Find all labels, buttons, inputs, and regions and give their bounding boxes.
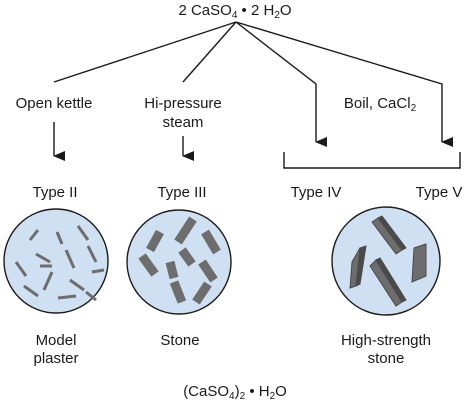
bottom-formula-mid: ) <box>234 383 240 400</box>
bottom-formula: (CaSO4)2 • H2O <box>160 383 310 406</box>
product-model-line1: Model <box>35 332 77 349</box>
type2-label: Type II <box>32 184 78 201</box>
top-formula: 2 CaSO4 • 2 H2O <box>160 2 310 25</box>
bottom-formula-end: O <box>275 383 287 400</box>
top-formula-sub2: 2 <box>274 10 280 21</box>
bottom-formula-sub: 4 <box>229 391 235 402</box>
type4-label: Type IV <box>290 184 342 201</box>
type3-label: Type III <box>157 184 207 201</box>
product-high-strength-line1: High-strength <box>340 332 432 349</box>
branch-lines <box>53 21 461 169</box>
branch-to-open-kettle <box>53 21 237 83</box>
product-model-line2: plaster <box>33 350 79 367</box>
branch-to-type4 <box>235 21 327 147</box>
type2-crystal-circle <box>3 208 109 314</box>
type4-5-crystal-circle <box>331 206 441 316</box>
bottom-formula-prefix: (CaSO <box>183 383 230 400</box>
top-formula-prefix: 2 CaSO <box>178 2 232 19</box>
bottom-formula-suffix: • H <box>245 383 270 400</box>
product-high-strength-line2: stone <box>367 350 405 367</box>
bottom-formula-sub2: 2 <box>239 391 246 402</box>
type5-label: Type V <box>415 184 463 201</box>
process-hi-pressure-line1: Hi-pressure <box>144 95 222 112</box>
bottom-formula-sub3: 2 <box>269 391 276 402</box>
top-formula-end: O <box>279 2 292 19</box>
type4-5-bracket <box>283 152 461 169</box>
top-formula-suffix: • 2 H <box>237 2 275 19</box>
branch-to-type5 <box>235 21 453 147</box>
branch-to-hi-pressure <box>182 21 237 83</box>
process-boil: Boil, CaCl2 <box>330 95 430 118</box>
process-open-kettle: Open kettle <box>15 95 93 112</box>
process-hi-pressure-line2: steam <box>162 114 204 131</box>
boil-sub: 2 <box>410 103 417 114</box>
boil-label: Boil, CaCl <box>343 95 411 112</box>
product-stone: Stone <box>160 332 200 349</box>
type3-crystal-circle <box>126 209 232 315</box>
top-formula-sub: 4 <box>231 10 238 21</box>
